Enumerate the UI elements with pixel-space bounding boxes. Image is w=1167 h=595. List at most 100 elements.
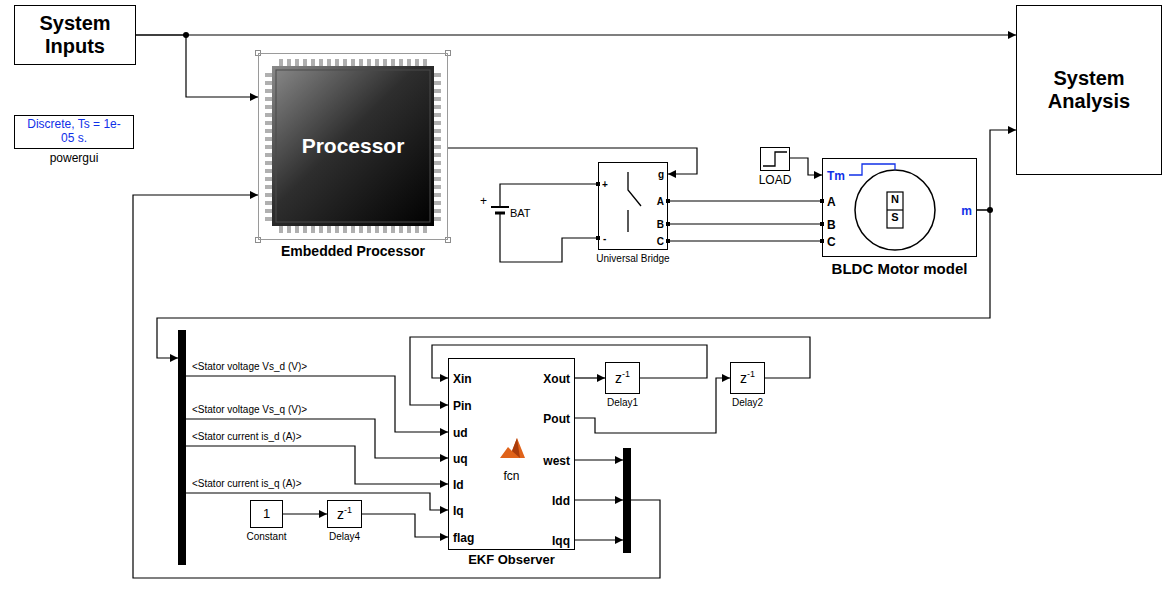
chip-pin xyxy=(367,226,371,233)
chip-pin xyxy=(423,226,427,233)
function-label: fcn xyxy=(449,469,574,483)
signal-line xyxy=(157,210,990,358)
chip-pin xyxy=(265,145,272,149)
signal-line xyxy=(283,513,327,514)
chip-pin xyxy=(311,226,315,233)
physical-connection xyxy=(668,223,822,224)
chip-pin xyxy=(265,89,272,93)
chip-body xyxy=(272,66,434,226)
chip-pin xyxy=(265,185,272,189)
chip-pin xyxy=(311,59,315,66)
powergui-block: Discrete, Ts = 1e-05 s.powergui xyxy=(14,115,134,149)
text-group: 1 xyxy=(263,507,270,522)
signal-line xyxy=(362,514,448,537)
chip-pin xyxy=(383,59,387,66)
chip-pin xyxy=(434,73,441,77)
chip-pin xyxy=(359,226,363,233)
physical-connection xyxy=(500,238,598,262)
port-label: + xyxy=(602,179,608,191)
matlab-icon xyxy=(500,438,525,458)
battery-source: + BAT xyxy=(480,195,544,245)
port-label: B xyxy=(657,219,664,231)
signal-line xyxy=(790,158,822,175)
chip-pin xyxy=(265,113,272,117)
chip-pin xyxy=(265,201,272,205)
chip-pin xyxy=(265,161,272,165)
chip-pin xyxy=(399,226,403,233)
chip-pin xyxy=(327,226,331,233)
port-label: C xyxy=(657,236,664,248)
chip-pins xyxy=(265,59,441,233)
chip-pin xyxy=(434,81,441,85)
torque-link xyxy=(849,164,895,175)
port-label: - xyxy=(603,233,606,245)
switch-symbol xyxy=(628,172,641,232)
port-label: m xyxy=(961,204,972,218)
chip-pin xyxy=(434,193,441,197)
chip-pin xyxy=(407,226,411,233)
chip-pin xyxy=(434,121,441,125)
terminal-sign: + xyxy=(480,194,487,208)
port-label: A xyxy=(657,196,664,208)
port-label: Idd xyxy=(552,494,570,508)
chip-pin xyxy=(303,59,307,66)
chip-pin xyxy=(295,226,299,233)
port-label: ud xyxy=(453,426,468,440)
text-group: Discrete, Ts = 1e-05 s. xyxy=(24,118,124,146)
physical-connection xyxy=(668,240,822,241)
unit-delay: z-1Delay1 xyxy=(605,362,640,394)
physical-connection xyxy=(668,200,822,201)
chip-pin xyxy=(343,59,347,66)
port-label: Iqq xyxy=(552,534,570,548)
signal-label: <Stator current is_d (A)> xyxy=(192,431,302,443)
chip-pin xyxy=(434,113,441,117)
chip-pin xyxy=(434,153,441,157)
bldc-motor: TmABCmNSBLDC Motor model xyxy=(822,158,977,257)
chip-pin xyxy=(434,137,441,141)
solver-setting: Discrete, Ts = 1e-05 s. xyxy=(24,118,124,146)
bus-selector: <Stator voltage Vs_d (V)><Stator voltage… xyxy=(178,330,186,565)
port-label: Pin xyxy=(453,399,472,413)
chip-pin xyxy=(391,59,395,66)
chip-pin xyxy=(367,59,371,66)
port-label: Xout xyxy=(543,372,570,386)
text-group: z-1 xyxy=(740,370,755,386)
matlab-function-block: XinPinuduqIdIqflagfcnXoutPoutwestIddIqqE… xyxy=(448,358,575,550)
step-symbol xyxy=(763,152,787,166)
constant-value: 1 xyxy=(263,507,270,522)
chip-pin xyxy=(434,185,441,189)
port-label: C xyxy=(827,235,836,249)
selection-handles xyxy=(256,51,451,243)
signal-line xyxy=(977,130,1016,210)
transfer-symbol: z xyxy=(337,506,344,522)
chip-label: Processor xyxy=(302,134,405,158)
text-group: System Inputs xyxy=(18,12,132,58)
block-name: BAT xyxy=(510,207,531,220)
block-name: Delay1 xyxy=(607,397,638,409)
signal-label: <Stator voltage Vs_d (V)> xyxy=(192,361,307,373)
unit-delay: z-1Delay4 xyxy=(327,500,362,528)
text-group: System Analysis xyxy=(1020,67,1158,113)
physical-ports xyxy=(596,182,824,243)
chip-pin xyxy=(265,137,272,141)
signal-line xyxy=(186,493,448,510)
port-label: Xin xyxy=(453,372,472,386)
chip-pin xyxy=(375,59,379,66)
transfer-symbol: z xyxy=(615,370,622,386)
chip-pin xyxy=(415,226,419,233)
block-name: Delay4 xyxy=(329,531,360,543)
chip-pin xyxy=(327,59,331,66)
chip-pin xyxy=(265,97,272,101)
signal-line xyxy=(410,337,810,405)
block-name: Universal Bridge xyxy=(596,253,669,265)
block-name: EKF Observer xyxy=(468,553,555,568)
chip-pin xyxy=(343,226,347,233)
mux-bar xyxy=(623,448,631,553)
text-group: z-1 xyxy=(615,370,630,386)
chip-pin xyxy=(295,59,299,66)
battery-symbol xyxy=(491,195,509,245)
signal-line xyxy=(136,34,1016,35)
transfer-symbol: z xyxy=(740,370,747,386)
block-name: Delay2 xyxy=(732,397,763,409)
